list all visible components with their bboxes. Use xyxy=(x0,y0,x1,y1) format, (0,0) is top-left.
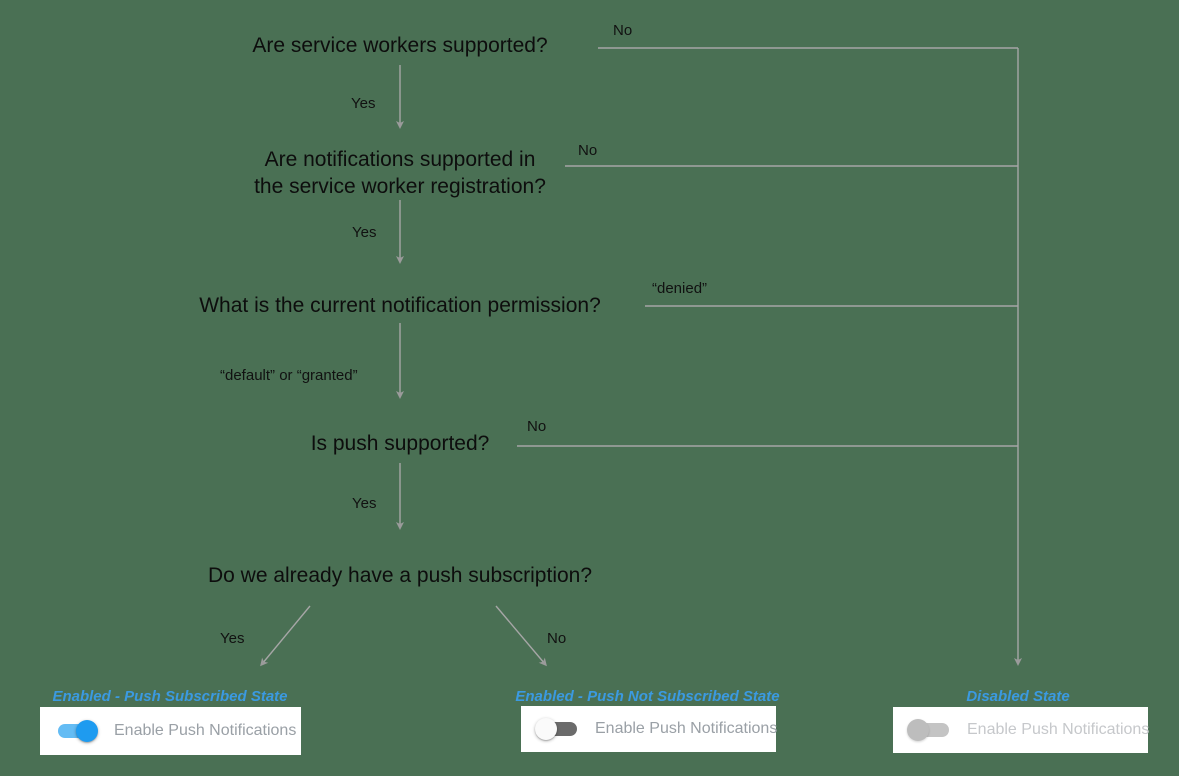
edge-label-n1-no: No xyxy=(613,22,633,39)
toggle-switch-disabled xyxy=(907,718,953,742)
node-notification-permission: What is the current notification permiss… xyxy=(199,294,601,317)
toggle-knob xyxy=(76,720,98,742)
toggle-label-push-not-subscribed: Enable Push Notifications xyxy=(595,720,778,737)
toggle-label-push-subscribed: Enable Push Notifications xyxy=(114,722,297,739)
state-label-disabled: Disabled State xyxy=(966,688,1070,705)
edge-label-n4-yes: Yes xyxy=(352,495,377,512)
edge-label-n4-no: No xyxy=(527,418,547,435)
edge-label-n5-yes: Yes xyxy=(220,630,245,647)
toggle-knob xyxy=(907,719,929,741)
node-service-workers-supported: Are service workers supported? xyxy=(252,34,548,57)
state-label-push-subscribed: Enabled - Push Subscribed State xyxy=(52,688,288,705)
edge-label-n3-denied: “denied” xyxy=(652,280,708,297)
edge-n5-yes xyxy=(260,605,311,667)
toggle-knob xyxy=(535,718,557,740)
edge-label-n1-yes: Yes xyxy=(351,95,376,112)
toggle-card-push-not-subscribed[interactable]: Enable Push Notifications xyxy=(521,706,778,752)
edge-n5-no xyxy=(495,605,547,667)
toggle-switch-push-not-subscribed[interactable] xyxy=(535,717,581,741)
edge-label-n2-no: No xyxy=(578,142,598,159)
toggle-switch-push-subscribed[interactable] xyxy=(54,719,100,743)
state-label-push-not-subscribed: Enabled - Push Not Subscribed State xyxy=(515,688,780,705)
edge-label-n3-default: “default” or “granted” xyxy=(220,367,358,384)
toggle-label-disabled: Enable Push Notifications xyxy=(967,721,1150,738)
toggle-card-disabled: Enable Push Notifications xyxy=(893,707,1150,753)
node-notifications-supported: Are notifications supported in the servi… xyxy=(254,148,546,198)
edge-label-n5-no: No xyxy=(547,630,567,647)
node-have-push-subscription: Do we already have a push subscription? xyxy=(207,564,593,587)
edge-label-n2-yes: Yes xyxy=(352,224,377,241)
toggle-card-push-subscribed[interactable]: Enable Push Notifications xyxy=(40,707,301,755)
node-push-supported: Is push supported? xyxy=(310,432,490,455)
